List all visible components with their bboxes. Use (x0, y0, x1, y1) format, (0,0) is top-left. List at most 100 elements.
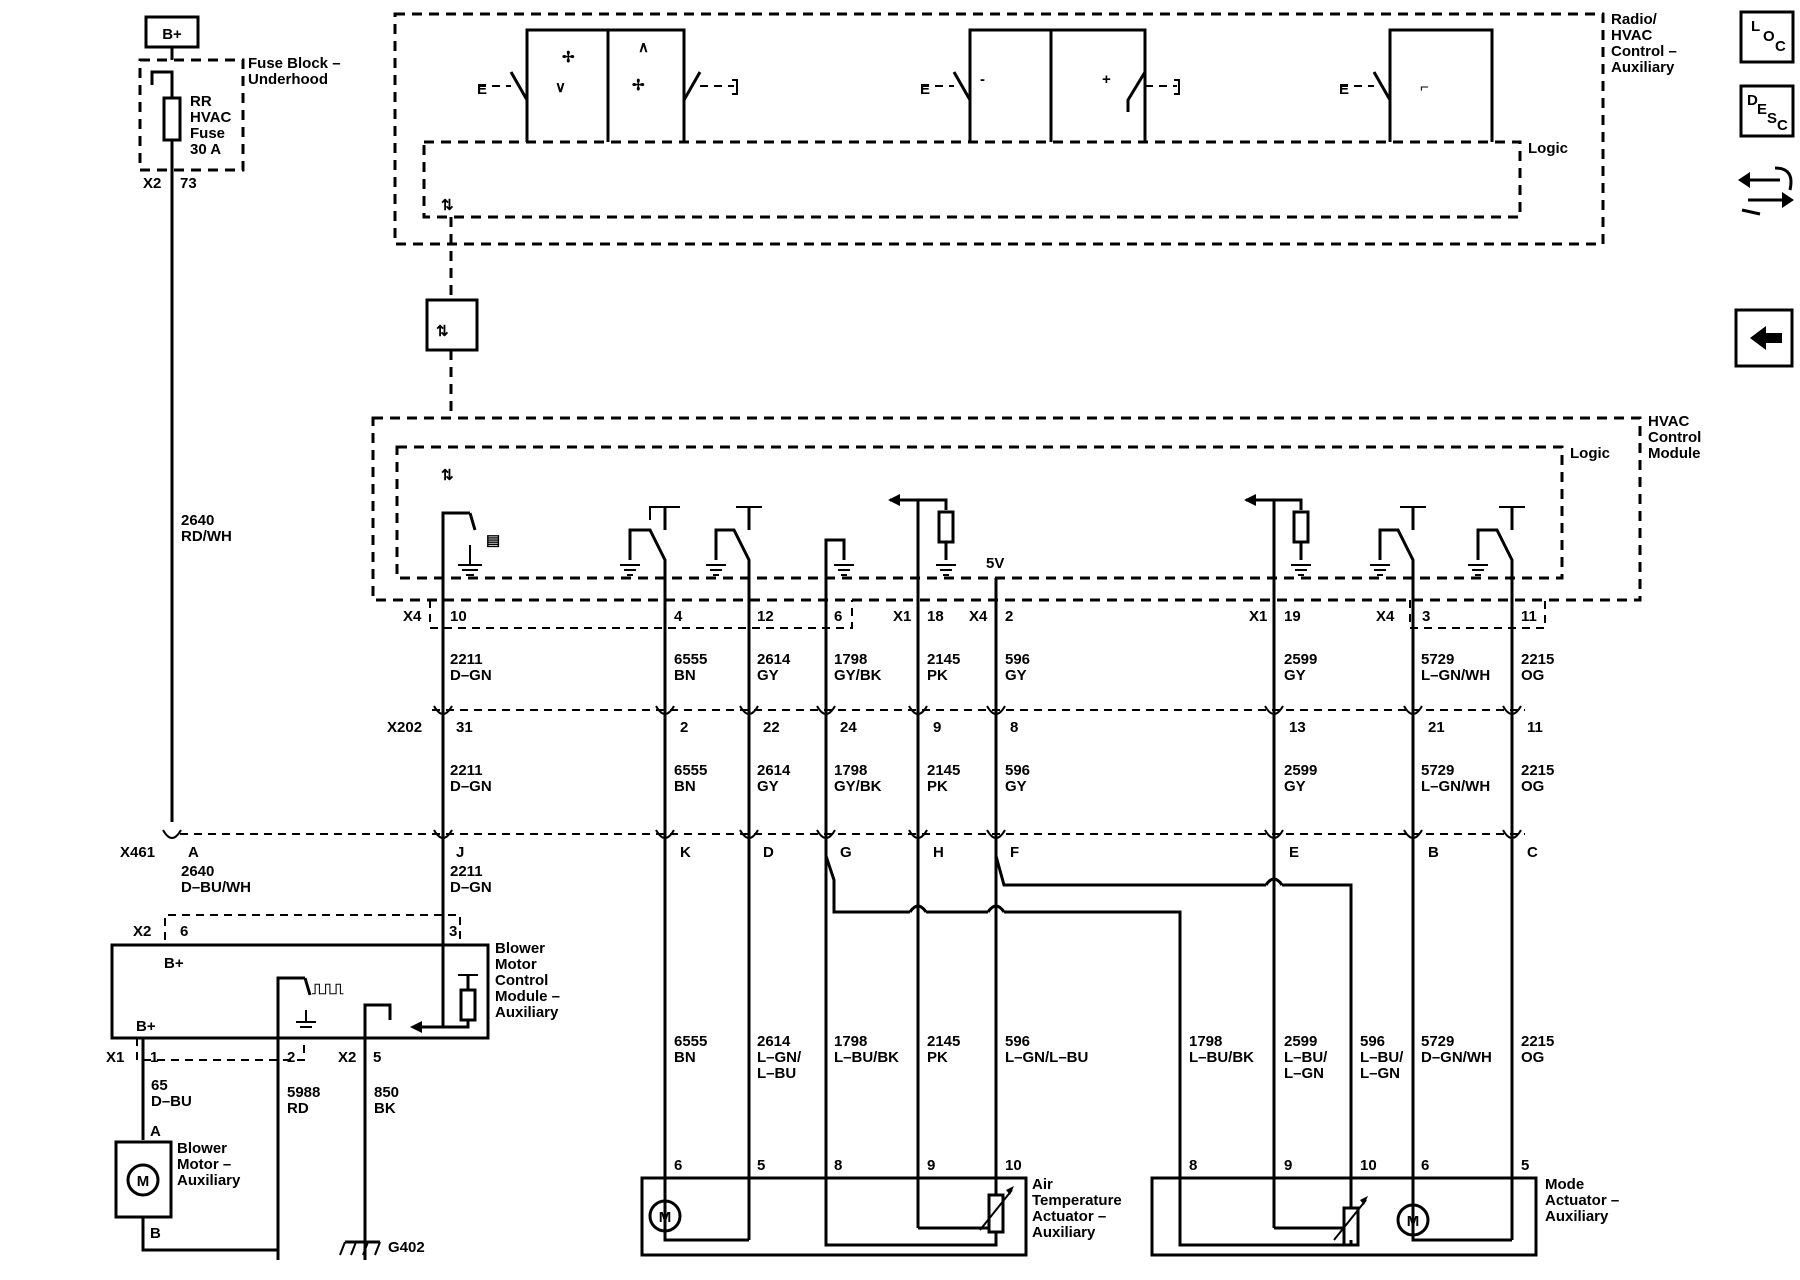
svg-text:⎍⎍⎍: ⎍⎍⎍ (312, 981, 344, 998)
blower-bplus-bottom: B+ (136, 1018, 156, 1035)
blower-motor-name-3: Auxiliary (177, 1172, 241, 1189)
air-temp-potentiometer (987, 1193, 1005, 1234)
svg-text:31: 31 (456, 719, 473, 736)
svg-text:5: 5 (757, 1157, 765, 1174)
hvac-pin-4: 4 (674, 608, 683, 625)
svg-text:OG: OG (1521, 1049, 1544, 1066)
svg-text:L–BU/BK: L–BU/BK (834, 1049, 899, 1066)
svg-text:1798: 1798 (834, 651, 867, 668)
blower-module-name-2: Motor (495, 956, 537, 973)
hvac-pin-10: 10 (450, 608, 467, 625)
blower-module-name-5: Auxiliary (495, 1004, 559, 1021)
svg-text:GY: GY (757, 667, 779, 684)
svg-text:⇅: ⇅ (436, 323, 449, 340)
svg-text:L–GN/: L–GN/ (757, 1049, 802, 1066)
svg-text:5729: 5729 (1421, 762, 1454, 779)
radio-name-2: HVAC (1611, 27, 1653, 44)
svg-text:D–GN: D–GN (450, 778, 492, 795)
hvac-name-1: HVAC (1648, 413, 1690, 430)
svg-text:5729: 5729 (1421, 1033, 1454, 1050)
data-link-symbol (425, 298, 479, 352)
svg-text:2215: 2215 (1521, 651, 1554, 668)
svg-text:10: 10 (1005, 1157, 1022, 1174)
svg-text:L–BU: L–BU (757, 1065, 796, 1082)
hvac-name-2: Control (1648, 429, 1701, 446)
svg-text:⇅: ⇅ (441, 467, 454, 484)
fuse-label-line3: Fuse (190, 125, 225, 142)
fuse-label-line1: RR (190, 93, 212, 110)
svg-text:GY: GY (757, 778, 779, 795)
svg-text:BN: BN (674, 778, 696, 795)
svg-text:E: E (920, 81, 930, 98)
fuse-block-outline (138, 58, 245, 172)
hvac-internal-switch-3 (1370, 506, 1426, 600)
svg-text:6: 6 (1421, 1157, 1429, 1174)
svg-text:L–GN/L–BU: L–GN/L–BU (1005, 1049, 1088, 1066)
svg-text:2599: 2599 (1284, 762, 1317, 779)
main-wires (441, 600, 1514, 1240)
hvac-module-outline (371, 416, 1642, 602)
svg-text:GY: GY (1005, 667, 1027, 684)
svg-text:2614: 2614 (757, 1033, 791, 1050)
air-temp-name-3: Actuator – (1032, 1208, 1106, 1225)
svg-text:C: C (1527, 844, 1538, 861)
svg-text:J: J (456, 844, 464, 861)
hvac-internal-pullup-19 (1244, 494, 1311, 600)
hvac-conn-x1-b: X1 (1249, 608, 1267, 625)
svg-text:BN: BN (674, 667, 696, 684)
svg-text:E: E (1339, 81, 1349, 98)
svg-text:GY: GY (1284, 778, 1306, 795)
blower-module-box (110, 943, 490, 1040)
svg-text:1798: 1798 (1189, 1033, 1222, 1050)
hvac-pin-2: 2 (1005, 608, 1013, 625)
hvac-conn-x4-b: X4 (969, 608, 988, 625)
bplus-source-label: B+ (162, 26, 182, 43)
hvac-conn-x1-a: X1 (893, 608, 911, 625)
svg-text:2145: 2145 (927, 651, 960, 668)
loc-button[interactable]: L O C (1739, 10, 1795, 64)
connector-repair-icon[interactable] (1738, 166, 1794, 216)
svg-text:8: 8 (1010, 719, 1018, 736)
radio-name-1: Radio/ (1611, 11, 1658, 28)
hvac-pin-6: 6 (834, 608, 842, 625)
blower-x2-label: X2 (133, 923, 151, 940)
svg-text:D: D (1747, 92, 1758, 109)
hvac-conn-x4-a: X4 (403, 608, 422, 625)
fuse-symbol (162, 96, 182, 142)
svg-text:596: 596 (1360, 1033, 1385, 1050)
ground-g402-label: G402 (388, 1239, 425, 1256)
svg-text:5988: 5988 (287, 1084, 320, 1101)
svg-text:BN: BN (674, 1049, 696, 1066)
back-button[interactable] (1734, 308, 1794, 368)
svg-text:GY: GY (1284, 667, 1306, 684)
svg-text:M: M (137, 1173, 150, 1190)
svg-text:13: 13 (1289, 719, 1306, 736)
svg-text:RD: RD (287, 1100, 309, 1117)
svg-text:B: B (1428, 844, 1439, 861)
svg-text:K: K (680, 844, 691, 861)
svg-text:L–BU/: L–BU/ (1284, 1049, 1328, 1066)
svg-text:⇅: ⇅ (441, 197, 454, 214)
hvac-pin-12: 12 (757, 608, 774, 625)
svg-text:2211: 2211 (450, 651, 483, 668)
svg-text:11: 11 (1527, 719, 1543, 736)
svg-text:2145: 2145 (927, 762, 960, 779)
blower-motor-name-1: Blower (177, 1140, 227, 1157)
svg-text:2211: 2211 (450, 762, 483, 779)
desc-button[interactable]: D E S C (1739, 84, 1795, 138)
svg-text:9: 9 (933, 719, 941, 736)
svg-text:PK: PK (927, 778, 948, 795)
svg-text:GY/BK: GY/BK (834, 778, 882, 795)
svg-text:6: 6 (674, 1157, 682, 1174)
svg-text:L–GN: L–GN (1284, 1065, 1324, 1082)
hvac-pin-18: 18 (927, 608, 944, 625)
ref-voltage-label: 5V (986, 555, 1004, 572)
svg-text:1798: 1798 (834, 762, 867, 779)
svg-text:A: A (188, 844, 199, 861)
svg-text:6555: 6555 (674, 762, 707, 779)
hvac-logic-box (395, 445, 1564, 580)
svg-text:9: 9 (927, 1157, 935, 1174)
fuse-block-label-1: Fuse Block – (248, 55, 341, 72)
